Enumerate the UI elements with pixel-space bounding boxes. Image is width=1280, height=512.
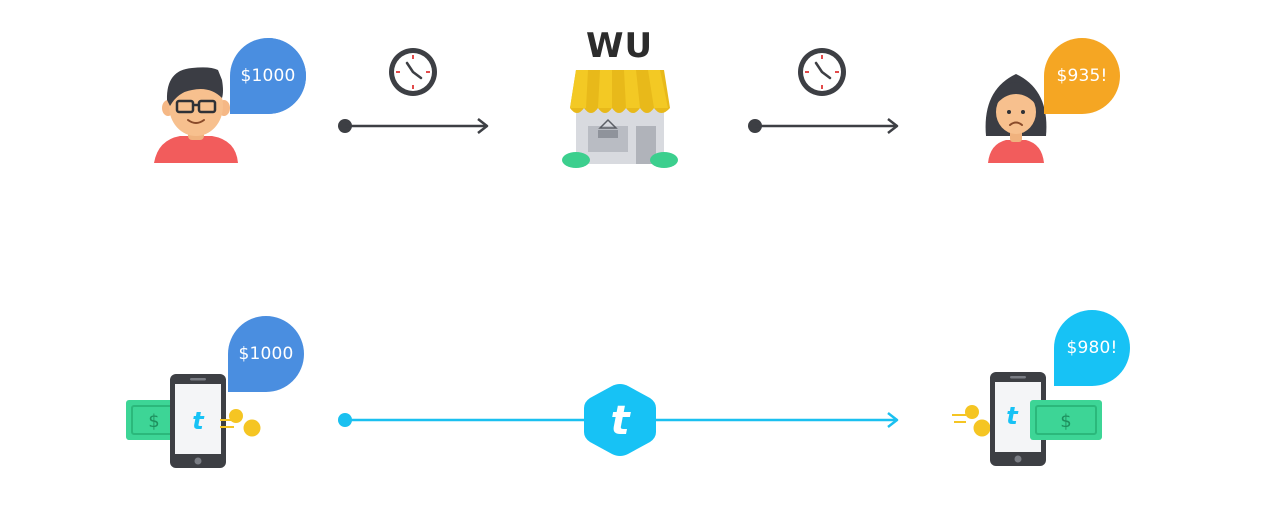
svg-text:$: $ [1060, 411, 1071, 432]
receiver-amount-bubble-bottom: $980! [1054, 310, 1130, 386]
sender-amount-bubble: $1000 [230, 38, 306, 114]
sender-amount-text: $1000 [240, 66, 296, 86]
svg-text:t: t [1006, 402, 1019, 430]
clock-icon [798, 48, 846, 96]
svg-text:$: $ [148, 411, 159, 432]
woman-avatar-icon [985, 74, 1047, 163]
t-hexagon-logo-icon: t [584, 384, 656, 456]
wu-store [562, 68, 678, 168]
coins-icon [952, 405, 991, 437]
svg-text:t: t [610, 398, 631, 444]
transfer-arrow-top-left [336, 116, 492, 136]
arrow-right-icon [748, 118, 899, 134]
man-avatar-icon [154, 67, 238, 163]
receiver-amount-bubble: $935! [1044, 38, 1120, 114]
coins-icon [220, 409, 261, 437]
speech-bubble-icon [1044, 38, 1120, 114]
sender-man-avatar [150, 62, 242, 164]
phone-icon: $ t [126, 374, 261, 468]
clock-right [796, 46, 848, 98]
speech-bubble-icon [230, 38, 306, 114]
cash-icon: $ [1030, 400, 1102, 440]
transferwise-logo: t [582, 382, 658, 458]
phone-icon: t $ [952, 372, 1102, 466]
store-logo-text: WU [586, 26, 654, 66]
arrow-right-icon [338, 118, 489, 134]
clock-left [387, 46, 439, 98]
receiver-amount-text: $935! [1056, 66, 1108, 86]
speech-bubble-icon [1054, 310, 1130, 386]
receiver-amount-text-bottom: $980! [1066, 338, 1118, 358]
clock-icon [389, 48, 437, 96]
sender-amount-bubble-bottom: $1000 [228, 316, 304, 392]
receiver-woman-avatar [980, 70, 1052, 164]
svg-text:t: t [192, 407, 205, 435]
sender-amount-text-bottom: $1000 [238, 344, 294, 364]
speech-bubble-icon [228, 316, 304, 392]
receiver-phone-group: t $ [950, 370, 1104, 468]
sender-phone-group: $ t [124, 372, 264, 470]
store-icon [562, 70, 678, 168]
transfer-arrow-top-right [746, 116, 902, 136]
